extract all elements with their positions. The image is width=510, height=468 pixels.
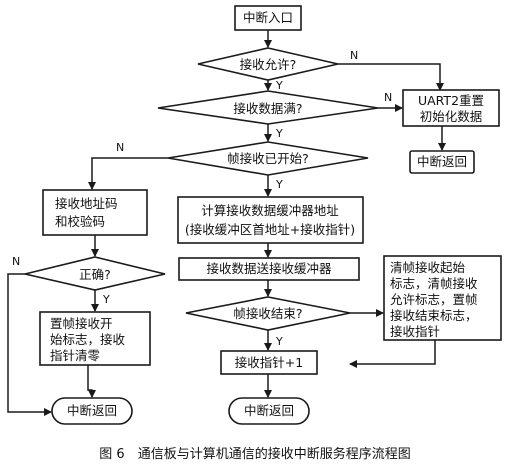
decision-correct: 正确?	[24, 256, 166, 291]
label-n-frame-started: N	[116, 141, 124, 154]
decision-recv-enable-label: 接收允许?	[240, 57, 297, 72]
node-set-start-line1: 置帧接收开	[50, 316, 113, 331]
decision-frame-end: 帧接收结束?	[185, 296, 351, 331]
label-y-buffer-full: Y	[275, 127, 283, 140]
branch-labels: Y N Y N N Y N Y Y	[12, 49, 392, 348]
decision-correct-label: 正确?	[79, 267, 111, 282]
node-recv-addr-line2: 和校验码	[55, 214, 105, 229]
decision-buffer-full: 接收数据满?	[157, 90, 379, 125]
node-send-buffer: 接收数据送接收缓冲器	[178, 257, 360, 281]
node-uart-reset: UART2重置 初始化数据	[402, 89, 500, 127]
node-ptr-inc: 接收指针+1	[220, 350, 318, 375]
node-clear-flags-line4: 接收结束标志，	[390, 308, 478, 323]
node-calc-addr-line1: 计算接收数据缓冲器地址	[201, 203, 339, 218]
node-recv-addr: 接收地址码 和校验码	[42, 189, 148, 236]
node-uart-reset-line2: 初始化数据	[420, 109, 483, 124]
decision-frame-end-label: 帧接收结束?	[233, 306, 302, 321]
node-start: 中断入口	[234, 5, 302, 31]
node-send-buffer-label: 接收数据送接收缓冲器	[206, 261, 332, 276]
node-uart-reset-line1: UART2重置	[418, 93, 484, 108]
node-set-start-line2: 始标志，接收	[50, 332, 126, 347]
node-clear-flags-line5: 接收指针	[390, 324, 440, 339]
label-n-correct: N	[12, 255, 20, 268]
decision-buffer-full-label: 接收数据满?	[233, 101, 302, 116]
terminal-return-left-label: 中断返回	[67, 403, 117, 418]
label-y-correct: Y	[102, 293, 110, 306]
terminal-return-mid-label: 中断返回	[244, 403, 294, 418]
terminal-return-left: 中断返回	[51, 397, 133, 425]
node-clear-flags-line3: 允许标志，置帧	[390, 292, 478, 307]
node-calc-addr: 计算接收数据缓冲器地址 (接收缓冲区首地址+接收指针)	[177, 196, 364, 244]
decision-recv-enable: 接收允许?	[197, 47, 339, 81]
node-calc-addr-line2: (接收缓冲区首地址+接收指针)	[185, 222, 355, 237]
node-set-start: 置帧接收开 始标志，接收 指针清零	[39, 311, 151, 366]
label-n-recv-enable: N	[350, 49, 358, 62]
terminal-return-mid: 中断返回	[228, 397, 310, 425]
node-recv-addr-line1: 接收地址码	[55, 196, 118, 211]
terminal-return-right-label: 中断返回	[417, 154, 467, 169]
label-y-frame-started: Y	[275, 178, 283, 191]
label-n-buffer-full: N	[384, 91, 392, 104]
node-set-start-line3: 指针清零	[50, 348, 101, 363]
terminal-return-right: 中断返回	[409, 150, 475, 174]
node-clear-flags: 清帧接收起始 标志，清帧接收 允许标志，置帧 接收结束标志， 接收指针	[383, 255, 502, 341]
label-y-recv-enable: Y	[275, 79, 283, 92]
node-clear-flags-line1: 清帧接收起始	[390, 260, 466, 275]
node-clear-flags-line2: 标志，清帧接收	[390, 276, 478, 291]
node-ptr-inc-label: 接收指针+1	[235, 355, 303, 370]
connectors	[7, 30, 446, 416]
node-start-label: 中断入口	[243, 10, 293, 25]
figure-caption: 图 6 通信板与计算机通信的接收中断服务程序流程图	[99, 446, 410, 462]
label-y-frame-end: Y	[275, 335, 283, 348]
decision-frame-started: 帧接收已开始?	[167, 141, 369, 176]
decision-frame-started-label: 帧接收已开始?	[227, 151, 309, 166]
